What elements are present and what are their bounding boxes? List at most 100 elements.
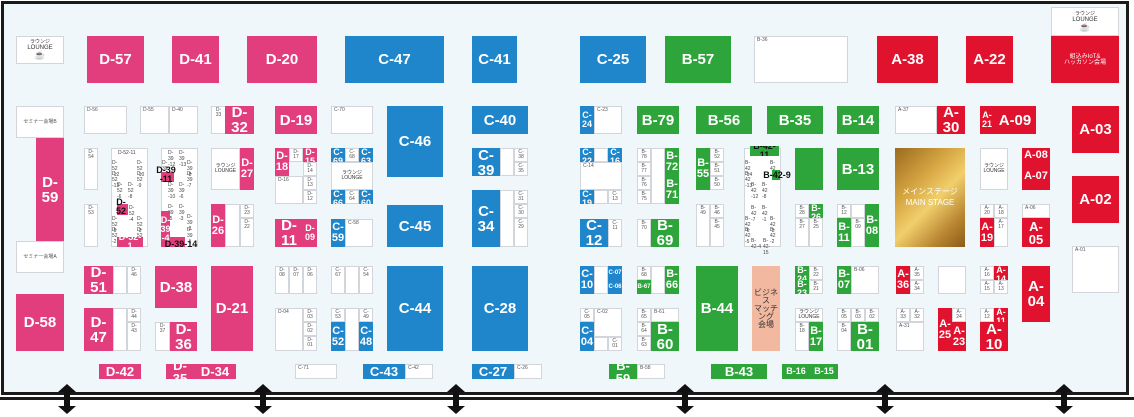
booth-b-06[interactable]: B-06 (851, 266, 879, 294)
booth-d-39-12[interactable]: D-39 -12 (168, 150, 176, 168)
lounge-area-c[interactable]: ラウンジ LOUNGE (331, 162, 373, 190)
booth-b-42-12[interactable]: B-42 -12 (751, 182, 759, 200)
booth-a-12[interactable]: A-12 (980, 308, 994, 322)
booth-d-52-3[interactable]: D-52 -3 (137, 216, 143, 234)
booth-c-01[interactable]: C-01 (608, 337, 622, 351)
booth-d-52-5[interactable]: D-52 -5 (112, 216, 118, 234)
booth-b-07[interactable]: B-07 (837, 266, 851, 294)
booth-c-42[interactable]: C-42 (405, 364, 433, 379)
booth-a-36[interactable]: A-36 (896, 266, 910, 294)
booth-b-77[interactable]: B-77 (637, 162, 651, 176)
booth-b-42-13[interactable]: B-42 -13 (745, 171, 753, 189)
booth-c-70[interactable]: C-70 (331, 106, 373, 134)
booth-d-52-4[interactable]: D-52 -4 (129, 205, 135, 223)
booth-d-56[interactable]: D-56 (84, 106, 127, 134)
booth-b-42-1[interactable]: B-42 -1 (762, 205, 768, 223)
booth-c-63[interactable]: C-63 (359, 148, 373, 162)
booth-b-09[interactable]: B-09 (851, 218, 865, 247)
main-stage[interactable]: メインステージ MAIN STAGE (895, 148, 965, 247)
booth-d-52-12[interactable]: D-52 -12 (112, 160, 120, 178)
booth-d-20[interactable]: D-20 (247, 36, 317, 83)
booth-c-05[interactable]: C-05 (580, 308, 594, 322)
booth-b-42-8[interactable]: B-42 -8 (762, 182, 768, 200)
booth-a-15[interactable]: A-15 (980, 280, 994, 294)
booth-b-18[interactable]: B-18 (795, 322, 809, 351)
booth-b-65[interactable]: B-65 (637, 308, 651, 322)
booth-c-69[interactable]: C-69 (331, 148, 345, 162)
booth-b-63[interactable]: B-63 (637, 336, 651, 351)
booth-c-38[interactable]: C-38 (514, 148, 528, 162)
booth-b-22[interactable]: B-22 (809, 266, 823, 280)
booth-b-60[interactable]: B-60 (651, 322, 679, 351)
booth-a-empty[interactable] (938, 266, 966, 294)
booth-a-09[interactable]: A-09 (994, 106, 1036, 134)
booth-c-10[interactable]: C-10 (580, 266, 594, 294)
booth-d-35[interactable]: D-35 (166, 364, 194, 379)
booth-b-59[interactable]: B-59 (609, 364, 637, 379)
booth-b-69[interactable]: B-69 (651, 219, 679, 247)
booth-a-13[interactable]: A-13 (994, 280, 1008, 294)
booth-a-16[interactable]: A-16 (980, 266, 994, 280)
booth-c-68[interactable]: C-68 (345, 148, 359, 162)
booth-b-70[interactable]: B-70 (637, 219, 651, 247)
booth-c-52[interactable]: C-52 (331, 322, 345, 351)
booth-a-38[interactable]: A-38 (877, 36, 938, 83)
entrance-arrow-icon[interactable] (254, 384, 272, 414)
booth-b-21[interactable]: B-21 (809, 280, 823, 294)
booth-c-48[interactable]: C-48 (359, 322, 373, 351)
booth-d-38[interactable]: D-38 (155, 266, 197, 308)
business-matching-area[interactable]: ビジネス マッチング 会場 (752, 266, 780, 351)
booth-b-51[interactable]: B-51 (710, 162, 724, 176)
booth-b-16[interactable]: B-16 (782, 364, 810, 379)
booth-b-76[interactable]: B-76 (637, 176, 651, 190)
entrance-arrow-icon[interactable] (676, 384, 694, 414)
booth-d-33[interactable]: D-33 (211, 106, 226, 134)
booth-b-46[interactable]: B-46 (710, 204, 724, 218)
booth-d-39-7[interactable]: D-39 -7 (187, 171, 193, 189)
booth-d-32[interactable]: D-32 (225, 106, 254, 134)
booth-c-71[interactable]: C-71 (295, 364, 337, 379)
booth-c-39[interactable]: C-39 (472, 148, 500, 176)
booth-c-04[interactable]: C-04 (580, 322, 594, 351)
booth-d-42[interactable]: D-42 (99, 364, 141, 379)
seminar-room-b[interactable]: セミナー会場B (16, 106, 64, 138)
booth-c-16[interactable]: C-16 (608, 148, 622, 162)
booth-c-07[interactable]: C-07 (608, 266, 622, 280)
booth-c-59[interactable]: C-59 (331, 219, 345, 247)
booth-c-26[interactable]: C-26 (514, 364, 542, 379)
booth-b-05[interactable]: B-05 (837, 308, 851, 322)
booth-a-11[interactable]: A-11 (994, 308, 1008, 322)
booth-b-56[interactable]: B-56 (696, 106, 752, 134)
booth-d-39-1[interactable]: D-39 -1 (187, 227, 193, 245)
booth-d-39-8[interactable]: D-39 -8 (187, 160, 193, 178)
booth-b-25[interactable]: B-25 (809, 218, 823, 247)
booth-d-44[interactable]: D-44 (127, 308, 141, 322)
booth-d-54[interactable]: D-54 (84, 148, 98, 190)
booth-b-43[interactable]: B-43 (711, 364, 767, 379)
booth-c-45[interactable]: C-45 (387, 205, 443, 247)
booth-b-57[interactable]: B-57 (665, 36, 731, 83)
booth-b-28[interactable]: B-28 (795, 204, 809, 218)
booth-c-66[interactable]: C-66 (331, 190, 345, 204)
booth-d-39-2[interactable]: D-39 -2 (187, 214, 193, 232)
booth-c-31[interactable]: C-31 (514, 190, 528, 204)
booth-c-22[interactable]: C-22 (580, 148, 594, 162)
booth-d-34[interactable]: D-34 (194, 364, 236, 379)
booth-b-23[interactable]: B-23 (795, 280, 809, 294)
booth-d-16[interactable]: D-16 (275, 176, 303, 204)
booth-a-03[interactable]: A-03 (1072, 106, 1119, 153)
booth-d-52-11[interactable]: D-52-11 (118, 150, 136, 156)
booth-b-71[interactable]: B-71 (665, 176, 679, 204)
booth-b-72[interactable]: B-72 (665, 148, 679, 176)
booth-d-39-6[interactable]: D-39 -6 (179, 182, 185, 200)
booth-b-12[interactable]: B-12 (837, 204, 851, 218)
booth-d-51[interactable]: D-51 (84, 266, 113, 294)
booth-c-28[interactable]: C-28 (472, 266, 528, 351)
booth-a-01[interactable]: A-01 (1072, 246, 1119, 293)
booth-b-08[interactable]: B-08 (865, 204, 879, 247)
booth-d-02[interactable]: D-02 (303, 322, 317, 336)
booth-c-02[interactable]: C-02 (594, 308, 622, 337)
booth-d-52-8[interactable]: D-52 -8 (128, 182, 134, 200)
booth-b-04[interactable]: B-04 (837, 322, 851, 351)
entrance-arrow-icon[interactable] (1055, 384, 1073, 414)
